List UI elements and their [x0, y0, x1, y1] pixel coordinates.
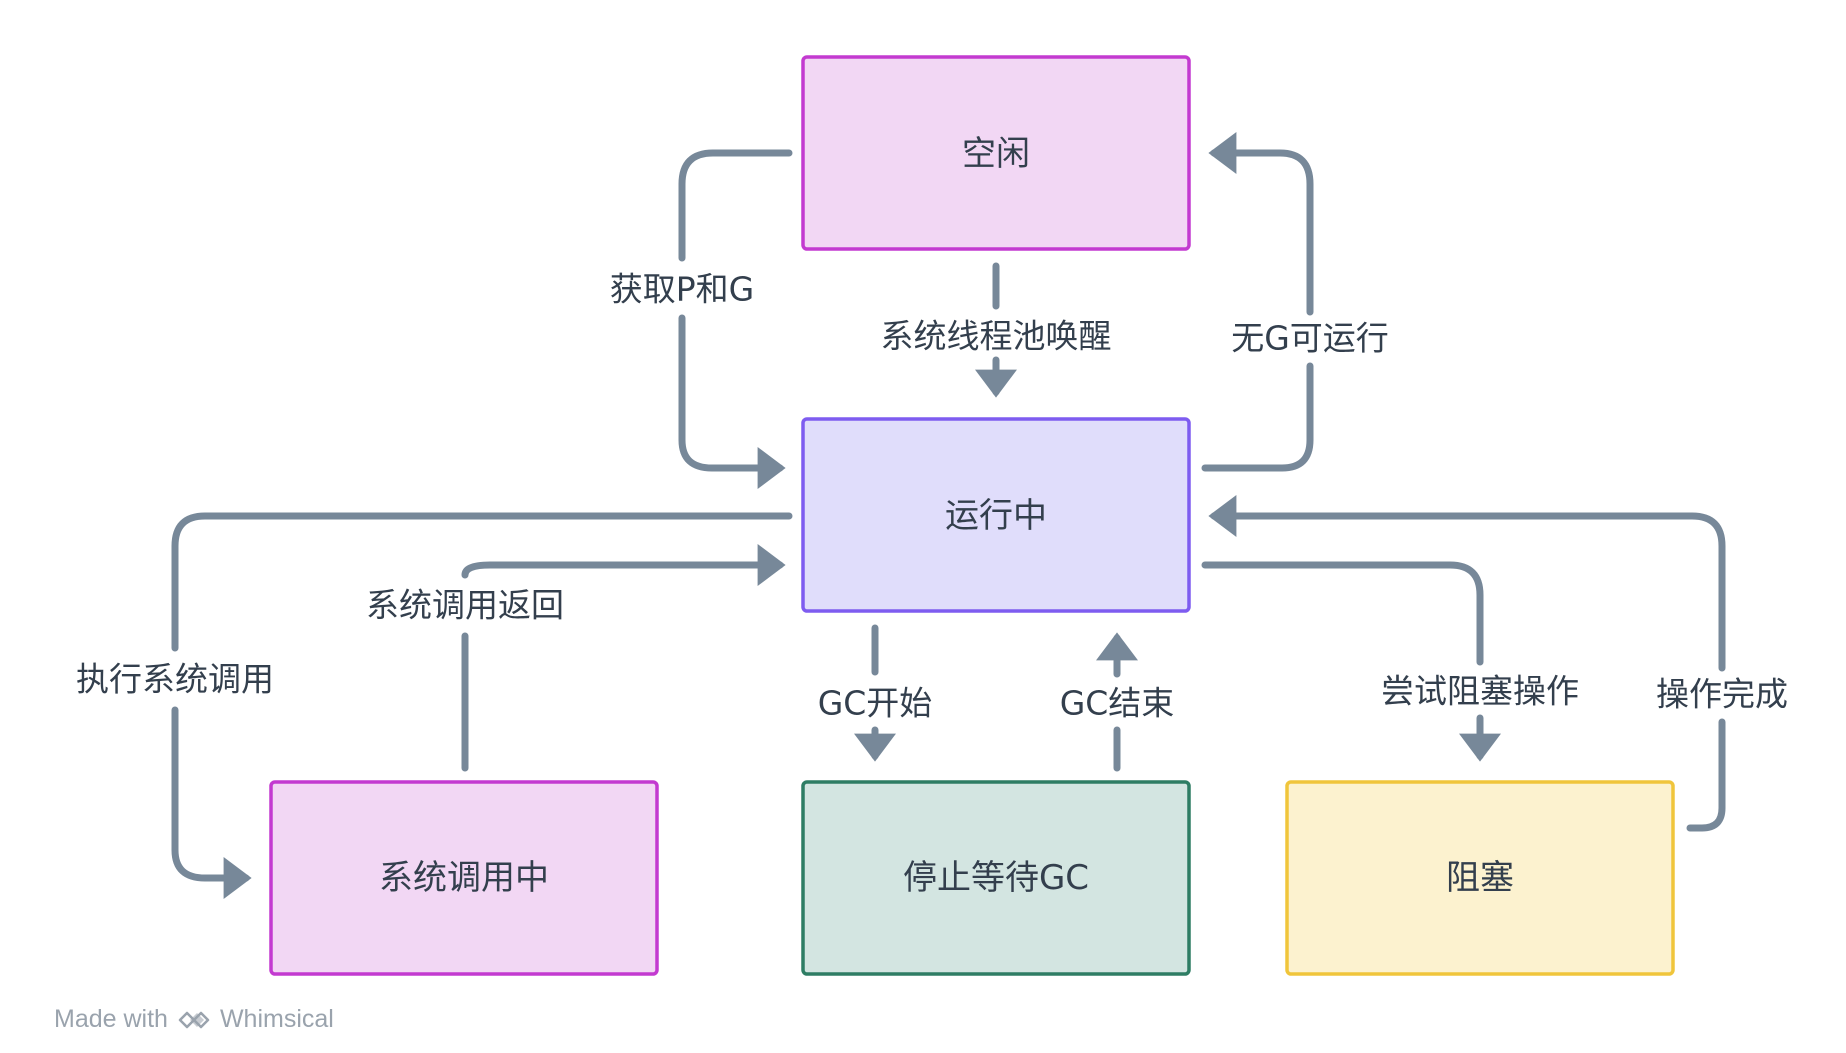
node-syscall: 系统调用中	[269, 780, 659, 976]
edge-label-no-g-runnable: 无G可运行	[1231, 319, 1389, 358]
edge-acquire-p-g-bottom	[678, 314, 786, 489]
edge-label-exec-syscall: 执行系统调用	[76, 660, 274, 699]
node-running: 运行中	[801, 417, 1191, 613]
node-running-label: 运行中	[945, 496, 1047, 536]
edge-exec-syscall-top	[171, 512, 793, 652]
made-with-label: Made with	[54, 1005, 168, 1033]
edge-label-syscall-return: 系统调用返回	[366, 586, 564, 625]
node-blocked-label: 阻塞	[1446, 858, 1514, 898]
node-idle-label: 空闲	[962, 134, 1030, 174]
made-with-footer: Made with Whimsical	[54, 1005, 334, 1034]
node-blocked: 阻塞	[1285, 780, 1675, 976]
edge-label-try-block: 尝试阻塞操作	[1381, 672, 1579, 711]
edge-op-done-top	[1208, 495, 1726, 672]
node-gc-wait: 停止等待GC	[801, 780, 1191, 976]
edge-try-block-top	[1201, 561, 1484, 666]
edge-no-g-top	[1208, 132, 1314, 316]
edge-exec-syscall-bottom	[171, 706, 252, 899]
edge-label-op-done: 操作完成	[1656, 675, 1788, 714]
node-idle: 空闲	[801, 55, 1191, 251]
edge-acquire-p-g-top	[678, 149, 793, 262]
edge-label-acquire-p-g: 获取P和G	[610, 270, 754, 309]
edge-label-pool-wake: 系统线程池唤醒	[881, 317, 1112, 356]
edge-label-gc-start: GC开始	[818, 684, 933, 723]
node-gc-wait-label: 停止等待GC	[903, 858, 1089, 898]
edge-op-done-bottom	[1686, 718, 1726, 832]
node-syscall-label: 系统调用中	[379, 858, 549, 898]
edge-no-g-bottom	[1201, 362, 1314, 472]
whimsical-brand-label: Whimsical	[219, 1005, 334, 1033]
edge-syscall-return-top	[461, 544, 786, 586]
edge-label-gc-end: GC结束	[1060, 684, 1175, 723]
whimsical-logo-icon	[178, 1011, 210, 1028]
